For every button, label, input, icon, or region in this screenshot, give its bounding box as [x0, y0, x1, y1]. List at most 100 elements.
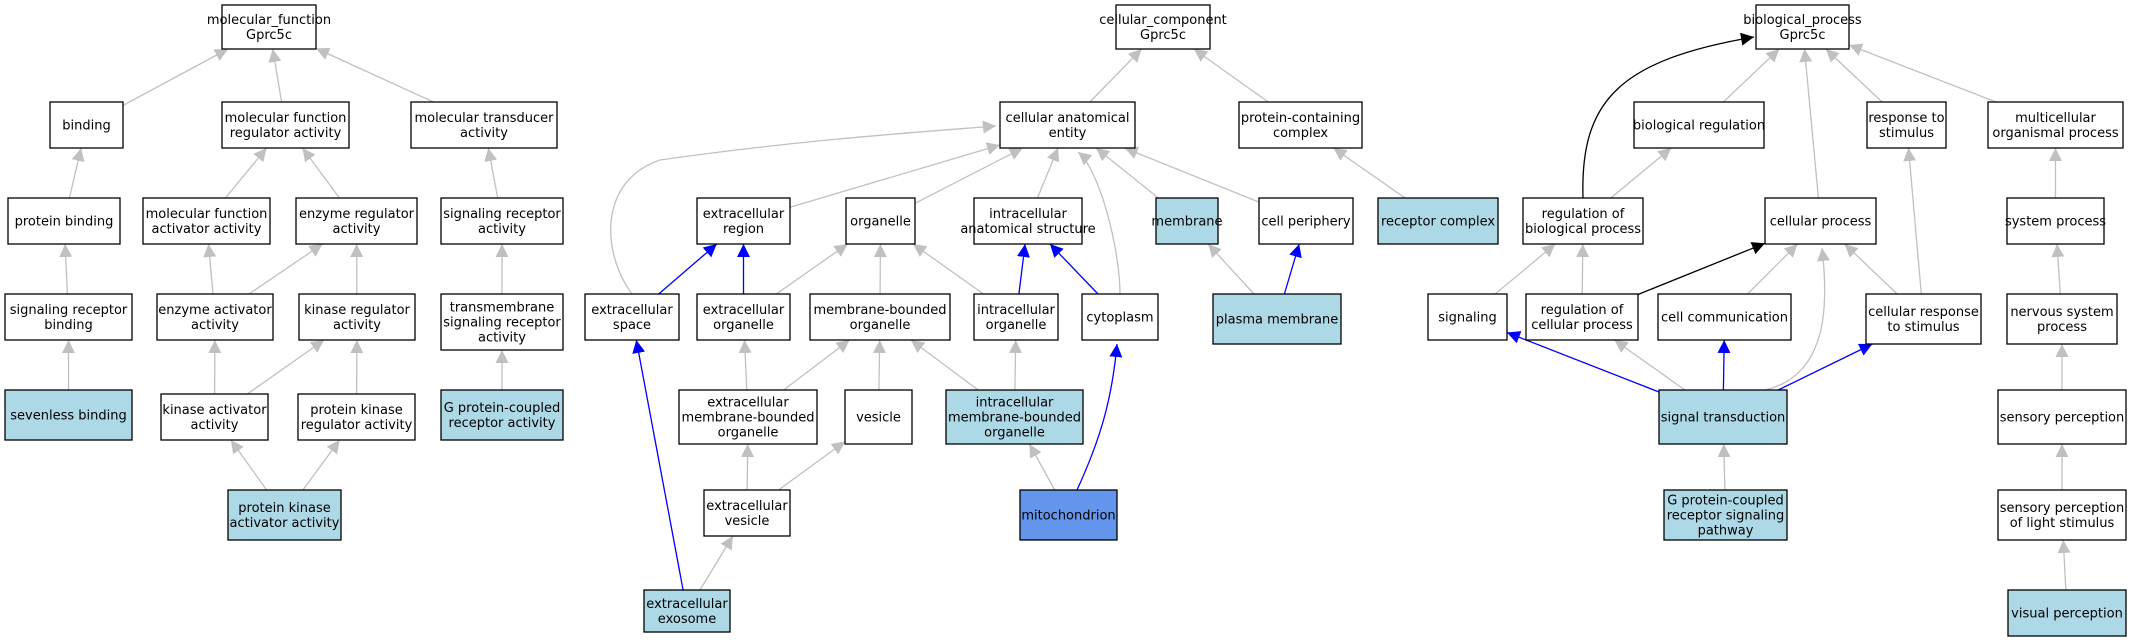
node-label: visual perception — [2011, 607, 2123, 622]
node-box — [221, 4, 317, 50]
node-sysp[interactable]: system process — [2005, 197, 2106, 245]
node-label: extracellular — [646, 597, 728, 612]
node-box — [844, 389, 913, 445]
node-box — [1663, 489, 1788, 541]
node-sig[interactable]: signaling — [1427, 293, 1508, 341]
node-box — [1997, 489, 2127, 541]
node-label: protein binding — [15, 215, 114, 230]
node-pb[interactable]: protein binding — [7, 197, 121, 245]
node-sevb[interactable]: sevenless binding — [4, 389, 133, 441]
node-label: cellular_component — [1099, 13, 1227, 28]
node-label: cellular process — [1531, 318, 1633, 333]
node-label: vesicle — [856, 411, 901, 426]
node-binding[interactable]: binding — [49, 101, 124, 149]
node-cyto[interactable]: cytoplasm — [1081, 293, 1159, 341]
edge-nsp-to-sysp — [2051, 243, 2065, 295]
node-cp[interactable]: cell periphery — [1258, 197, 1354, 245]
node-breg[interactable]: biological regulation — [1633, 101, 1765, 149]
node-label: organelle — [850, 215, 911, 230]
node-label: region — [723, 222, 764, 237]
node-label: cytoplasm — [1086, 311, 1153, 326]
edge-org-to-cae — [914, 147, 1023, 204]
node-pm[interactable]: plasma membrane — [1212, 293, 1342, 345]
node-box — [227, 489, 342, 541]
node-org[interactable]: organelle — [845, 197, 916, 245]
node-label: binding — [44, 318, 92, 333]
node-st[interactable]: signal transduction — [1658, 389, 1788, 445]
node-box — [1212, 293, 1342, 345]
edge-sra-to-mta — [484, 147, 499, 199]
node-label: membrane — [1151, 215, 1222, 230]
node-label: activity — [460, 126, 508, 141]
edge-vp-to-spls — [2057, 539, 2071, 591]
edge-st-to-ccom — [1717, 339, 1731, 391]
edge-rbp-to-bp — [1582, 32, 1755, 199]
node-mito[interactable]: mitochondrion — [1019, 489, 1118, 541]
node-label: organelle — [718, 426, 779, 441]
node-label: regulation of — [1541, 303, 1624, 318]
edge-st-to-rcp — [1614, 339, 1686, 391]
edge-mta-to-mf — [315, 47, 434, 103]
edge-mfra-to-mf — [268, 48, 283, 103]
node-box — [1865, 293, 1982, 345]
node-label: multicellular — [2015, 111, 2096, 126]
node-label: sevenless binding — [10, 409, 126, 424]
node-sp[interactable]: sensory perception — [1997, 389, 2127, 445]
node-rc[interactable]: receptor complex — [1377, 197, 1499, 245]
edge-cproc-to-bp — [1799, 48, 1820, 199]
node-label: stimulus — [1879, 126, 1934, 141]
node-label: cellular anatomical — [1006, 111, 1130, 126]
node-ccom[interactable]: cell communication — [1657, 293, 1792, 341]
edge-io-to-org — [912, 243, 984, 295]
node-label: kinase regulator — [304, 303, 410, 318]
edge-mop-to-bp — [1848, 43, 1997, 103]
node-ves[interactable]: vesicle — [844, 389, 913, 445]
node-cproc[interactable]: cellular process — [1764, 197, 1877, 245]
node-box — [7, 197, 121, 245]
node-vp[interactable]: visual perception — [2007, 589, 2127, 637]
edge-embo-to-mbo — [783, 339, 850, 391]
node-label: signal transduction — [1661, 411, 1786, 426]
edge-sig-to-rbp — [1494, 243, 1556, 295]
node-label: molecular function — [225, 111, 347, 126]
node-label: cell communication — [1661, 311, 1788, 326]
edge-st-to-sig — [1506, 331, 1660, 393]
node-mem[interactable]: membrane — [1151, 197, 1223, 245]
